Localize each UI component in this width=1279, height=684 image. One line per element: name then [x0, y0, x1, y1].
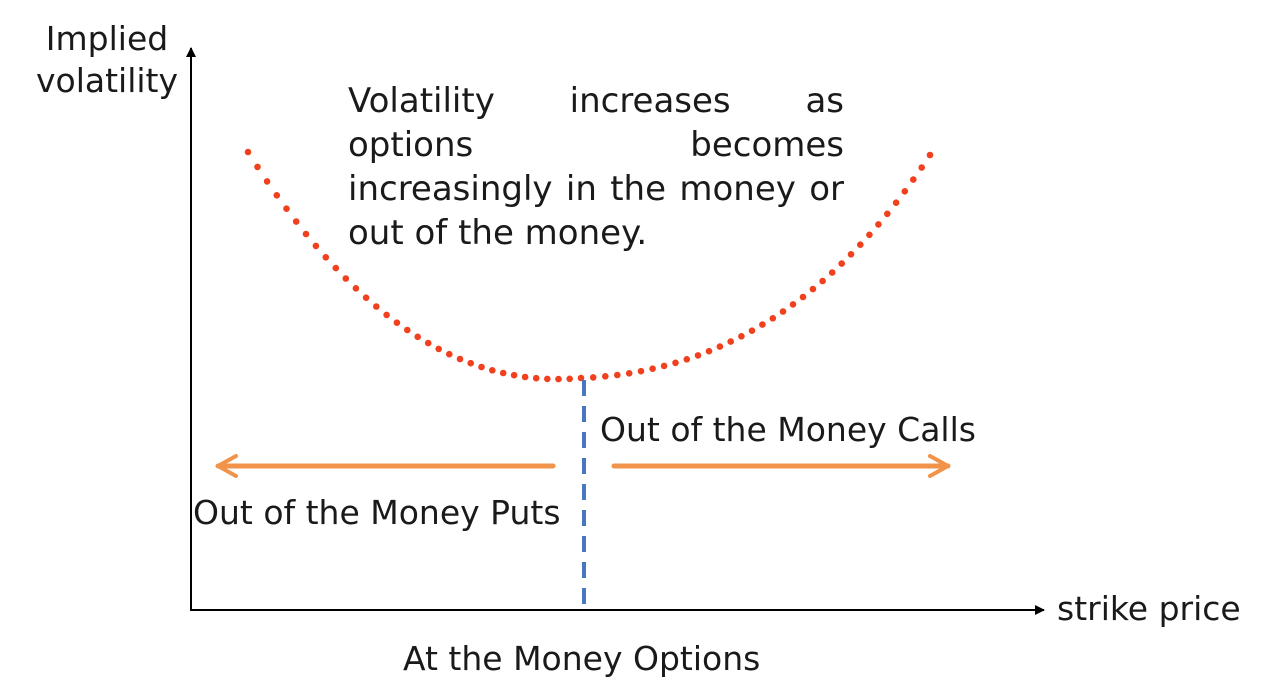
smile-dot	[499, 369, 507, 377]
smile-dot	[637, 367, 645, 375]
out-of-the-money-calls-label: Out of the Money Calls	[600, 410, 976, 449]
smile-dot	[302, 230, 310, 238]
smile-dot	[901, 188, 909, 195]
smile-dot	[312, 242, 320, 250]
smile-dot	[292, 218, 300, 225]
smile-dot	[748, 327, 756, 335]
y-axis-label-line2: volatility	[36, 61, 179, 100]
smile-dot	[819, 277, 826, 285]
smile-dot	[649, 365, 656, 373]
out-of-the-money-puts-label: Out of the Money Puts	[193, 493, 561, 532]
smile-dot	[589, 374, 597, 381]
smile-dot	[875, 221, 882, 228]
smile-dot	[910, 176, 917, 183]
smile-dot	[435, 345, 443, 353]
smile-dot	[602, 373, 609, 380]
smile-dot	[809, 285, 817, 293]
smile-dot	[478, 363, 485, 371]
smile-dot	[759, 321, 766, 328]
smile-dot	[544, 375, 551, 383]
explanation-note: Volatility increases as options becomes …	[348, 81, 844, 253]
smile-dot	[332, 264, 340, 272]
smile-dot	[866, 231, 873, 239]
smile-dot	[273, 192, 281, 199]
smile-dot	[566, 375, 573, 383]
smile-dot	[577, 374, 585, 382]
smile-dot	[918, 164, 925, 171]
smile-dot	[738, 333, 745, 340]
smile-dot	[244, 148, 252, 156]
smile-dot	[789, 301, 797, 308]
y-axis-label-line1: Implied	[45, 19, 169, 58]
smile-dot	[828, 269, 836, 276]
smile-dot	[847, 251, 855, 258]
smile-dot	[456, 355, 464, 363]
smile-dot	[694, 352, 702, 359]
smile-dot	[705, 347, 713, 355]
smile-dot	[926, 151, 934, 159]
smile-dot	[383, 311, 390, 319]
at-the-money-label: At the Money Options	[403, 639, 761, 678]
smile-dot	[373, 303, 380, 310]
volatility-smile-curve	[244, 148, 934, 383]
smile-dot	[892, 199, 900, 206]
smile-dot	[769, 315, 777, 322]
smile-dot	[799, 293, 807, 301]
smile-dot	[322, 253, 330, 261]
smile-dot	[716, 343, 724, 350]
smile-dot	[342, 275, 350, 282]
smile-dot	[672, 359, 679, 367]
smile-dot	[532, 374, 540, 382]
smile-dot	[489, 367, 496, 374]
smile-dot	[414, 333, 422, 341]
smile-dot	[404, 326, 411, 334]
smile-dot	[660, 362, 668, 370]
smile-dot	[263, 178, 271, 185]
smile-dot	[779, 308, 787, 315]
smile-dot	[424, 339, 432, 347]
smile-dot	[521, 373, 529, 381]
smile-dot	[446, 350, 453, 358]
smile-dot	[727, 338, 734, 345]
smile-dot	[614, 371, 621, 379]
smile-dot	[283, 205, 290, 212]
smile-dot	[254, 163, 261, 171]
smile-dot	[362, 294, 370, 302]
y-axis-label: Implied volatility	[36, 18, 178, 102]
smile-dot	[857, 241, 864, 248]
smile-dot	[393, 319, 401, 327]
smile-dot	[625, 370, 633, 377]
smile-dot	[467, 359, 475, 367]
smile-dot	[838, 260, 845, 267]
smile-dot	[555, 375, 562, 383]
smile-dot	[683, 356, 691, 363]
smile-dot	[510, 371, 518, 379]
x-axis-label: strike price	[1057, 589, 1241, 628]
smile-dot	[884, 210, 891, 218]
smile-dot	[352, 285, 360, 292]
